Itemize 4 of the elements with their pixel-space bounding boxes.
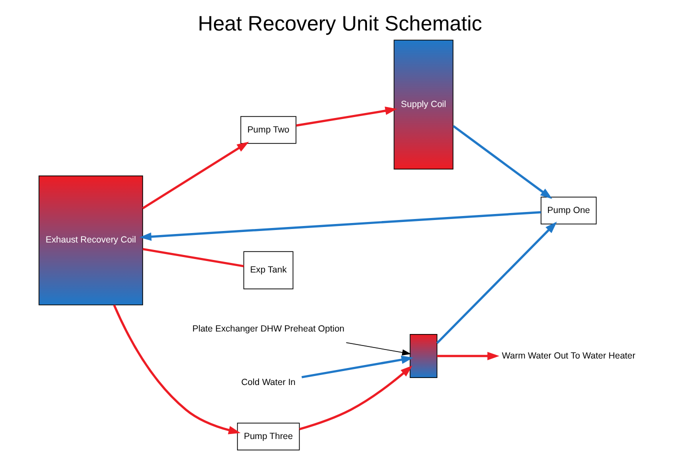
node-text: Warm Water Out To Water Heater [502, 350, 636, 360]
node-text: Plate Exchanger DHW Preheat Option [192, 323, 344, 334]
diagram-title: Heat Recovery Unit Schematic [198, 12, 482, 36]
node-text: Cold Water In [241, 377, 296, 388]
